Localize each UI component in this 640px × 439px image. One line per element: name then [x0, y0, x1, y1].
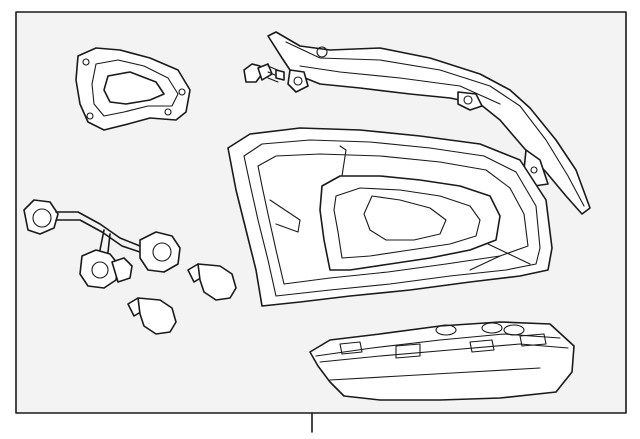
- gasket: [75, 47, 191, 131]
- tail-lamp-housing: [227, 127, 553, 307]
- bulb: [187, 263, 237, 301]
- socket-wire-harness: [23, 199, 181, 289]
- bulb: [127, 297, 177, 335]
- mounting-bolt: [243, 63, 285, 83]
- lamp-base-trim: [309, 321, 575, 401]
- mounting-bracket: [267, 31, 591, 215]
